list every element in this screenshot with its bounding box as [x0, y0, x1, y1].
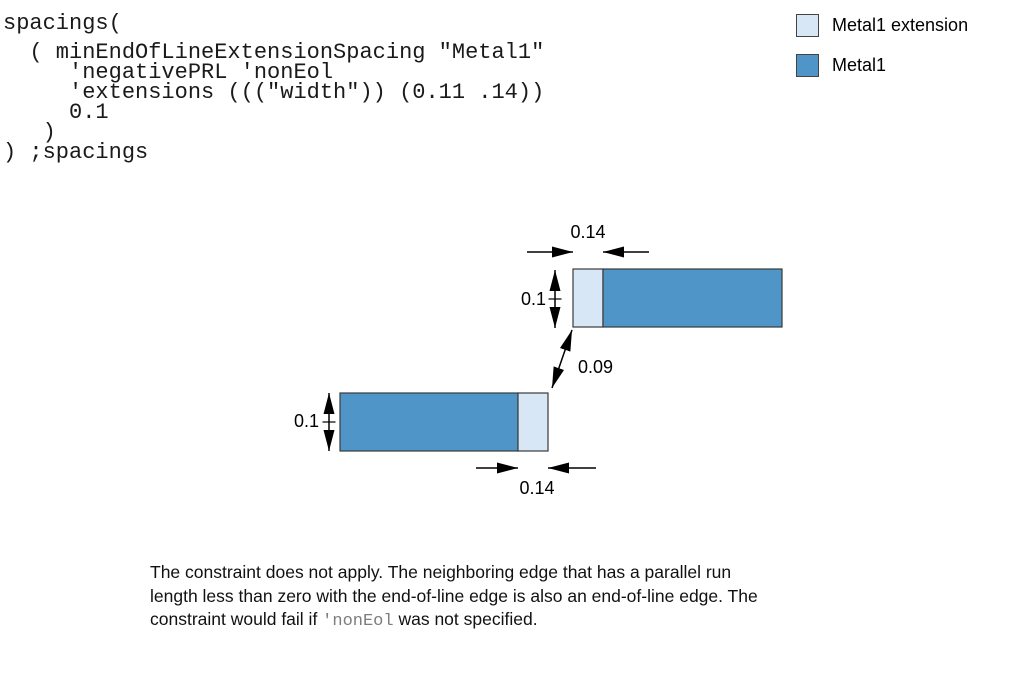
- lower-bar-extension: [517, 392, 549, 452]
- code-line: 'negativePRL 'nonEol: [3, 60, 334, 85]
- legend-item-metal1: Metal1: [796, 54, 968, 77]
- caption-line-2: length less than zero with the end-of-li…: [150, 585, 758, 606]
- caption-line-1: The constraint does not apply. The neigh…: [150, 562, 732, 582]
- upper-bar-height-label: 0.1: [521, 289, 546, 309]
- code-line: ) ;spacings: [3, 140, 149, 165]
- bottom-extension-width-label: 0.14: [519, 478, 554, 498]
- lower-bar-height-label: 0.1: [294, 411, 319, 431]
- metal1-extension-swatch-rect: [796, 14, 819, 37]
- legend: Metal1 extension Metal1: [796, 14, 968, 94]
- caption-nonEol-code: 'nonEol: [322, 612, 394, 631]
- skill-code-block: spacings( ( minEndOfLineExtensionSpacing…: [3, 11, 545, 165]
- code-line: ( minEndOfLineExtensionSpacing "Metal1": [3, 40, 545, 65]
- code-line: 'extensions ((("width")) (0.11 .14)): [3, 80, 545, 105]
- eol-spacing-label: 0.09: [578, 357, 613, 377]
- metal1-swatch: [796, 54, 819, 77]
- lower-bar-metal1: [339, 392, 519, 452]
- code-line: ): [3, 120, 56, 145]
- legend-label-metal1-extension: Metal1 extension: [832, 15, 969, 35]
- metal1-extension-swatch: [796, 14, 819, 37]
- upper-bar-metal1: [602, 268, 783, 328]
- top-extension-width-label: 0.14: [570, 222, 605, 242]
- legend-item-metal1-extension: Metal1 extension: [796, 14, 968, 37]
- metal1-swatch-rect: [796, 54, 819, 77]
- eol-spacing-arrow: [551, 329, 573, 389]
- code-line: spacings(: [3, 11, 122, 36]
- upper-bar-extension: [572, 268, 604, 328]
- legend-label-metal1: Metal1: [832, 55, 887, 75]
- caption-line-3-post: was not specified.: [393, 609, 538, 629]
- code-line: 0.1: [3, 100, 109, 125]
- caption-line-3-pre: constraint would fail if: [150, 609, 323, 629]
- caption-line-3: constraint would fail if 'nonEol was not…: [150, 608, 910, 634]
- caption: The constraint does not apply. The neigh…: [150, 561, 910, 634]
